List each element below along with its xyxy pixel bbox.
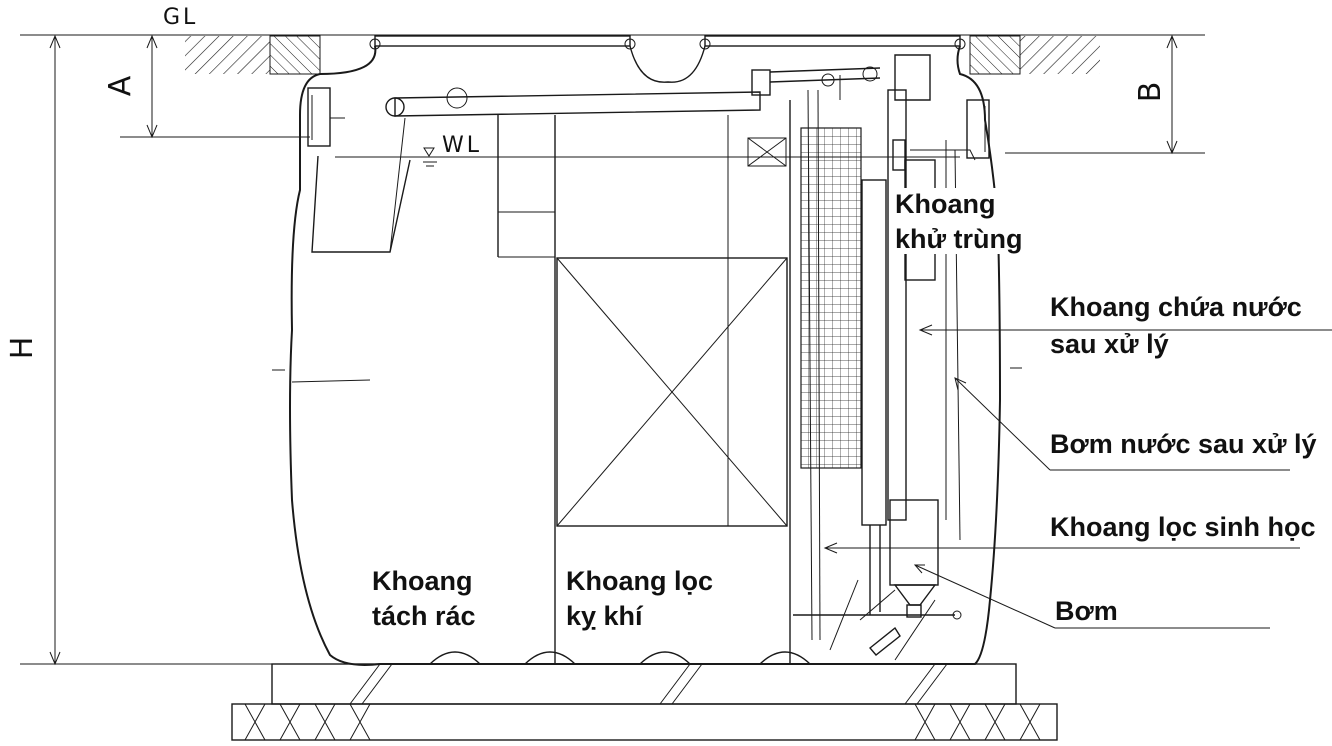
- trash-baffle: [311, 117, 411, 253]
- anaerobic-chamber-label-1: Khoang lọc: [566, 566, 713, 596]
- b-label: B: [1133, 82, 1168, 103]
- biofilter-media: [800, 89, 862, 641]
- anaerobic-chamber: [497, 100, 791, 664]
- disinfection-chamber-label-1: Khoang: [895, 189, 996, 219]
- trash-chamber-label-1: Khoang: [372, 566, 473, 596]
- dimension-a: A: [103, 34, 310, 139]
- callout-biofilter: Khoang lọc sinh học: [823, 512, 1316, 554]
- anaerobic-chamber-label-2: kỵ khí: [566, 601, 644, 631]
- h-label: H: [5, 337, 40, 360]
- callout-treated-pump: Bơm nước sau xử lý: [954, 377, 1317, 471]
- water-level: WL: [335, 133, 960, 167]
- pump-label: Bơm: [1055, 596, 1118, 626]
- dimension-b: B: [1005, 34, 1205, 155]
- ground-level: GL: [20, 5, 1205, 75]
- treated-water-label-1: Khoang chứa nước: [1050, 292, 1302, 322]
- dimension-h: H: [5, 34, 272, 666]
- treated-pump-label: Bơm nước sau xử lý: [1050, 429, 1317, 459]
- treated-water-label-2: sau xử lý: [1050, 329, 1169, 359]
- transfer-pipe: [385, 67, 881, 117]
- tank-body: [272, 45, 1022, 666]
- callout-treated-water: Khoang chứa nước sau xử lý: [918, 292, 1332, 359]
- pump-unit: [793, 499, 962, 661]
- wl-label: WL: [442, 133, 482, 158]
- biofilter-label: Khoang lọc sinh học: [1050, 512, 1316, 542]
- disinfection-chamber-label-2: khử trùng: [895, 224, 1023, 254]
- foundation-slab: [231, 663, 1058, 741]
- inlet-pipe: [307, 87, 345, 147]
- trash-chamber-label-2: tách rác: [372, 601, 476, 631]
- outlet-pipe: [966, 99, 990, 159]
- gl-label: GL: [163, 5, 198, 30]
- callout-pump: Bơm: [913, 564, 1270, 629]
- a-label: A: [103, 75, 138, 96]
- manhole-covers: [369, 35, 966, 83]
